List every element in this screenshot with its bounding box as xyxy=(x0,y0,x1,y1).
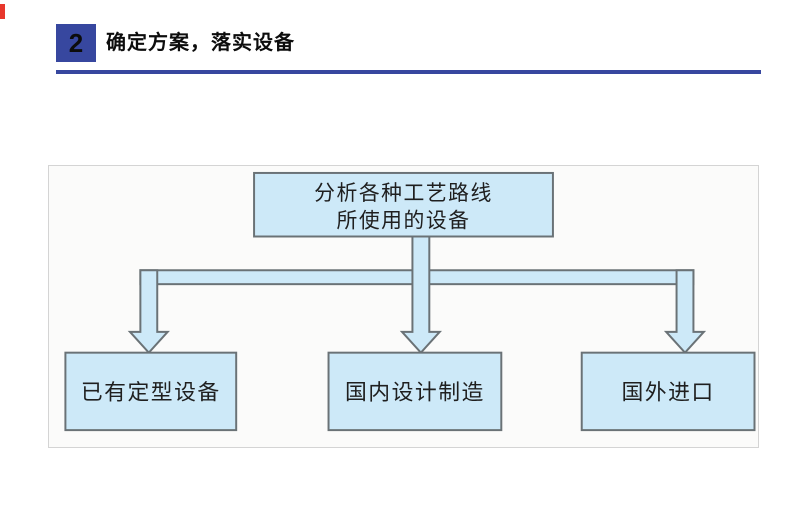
down-arrow-right-icon xyxy=(663,269,707,355)
down-arrow-left-icon xyxy=(127,269,170,355)
down-arrow-center-icon xyxy=(399,235,442,355)
top-node-line2: 所使用的设备 xyxy=(337,209,471,233)
leaf-label-center: 国内设计制造 xyxy=(345,380,485,404)
leaf-box-center xyxy=(327,351,503,432)
leaf-box-left xyxy=(64,351,238,432)
leaf-label-right: 国外进口 xyxy=(621,380,714,404)
leaf-box-right xyxy=(580,351,756,432)
leaf-label-left: 已有定型设备 xyxy=(81,380,221,404)
section-number-badge: 2 xyxy=(56,24,96,62)
section-number: 2 xyxy=(68,28,84,58)
top-node-line1: 分析各种工艺路线 xyxy=(314,181,493,205)
flowchart-svg: 分析各种工艺路线 所使用的设备 已有定型设备 国内设计制造 国外进口 xyxy=(64,171,756,432)
flowchart-panel: 分析各种工艺路线 所使用的设备 已有定型设备 国内设计制造 国外进口 xyxy=(48,165,759,448)
red-marker xyxy=(0,4,5,19)
top-node-box xyxy=(253,171,554,238)
title-underline xyxy=(56,70,761,74)
section-title: 确定方案，落实设备 xyxy=(106,32,295,54)
